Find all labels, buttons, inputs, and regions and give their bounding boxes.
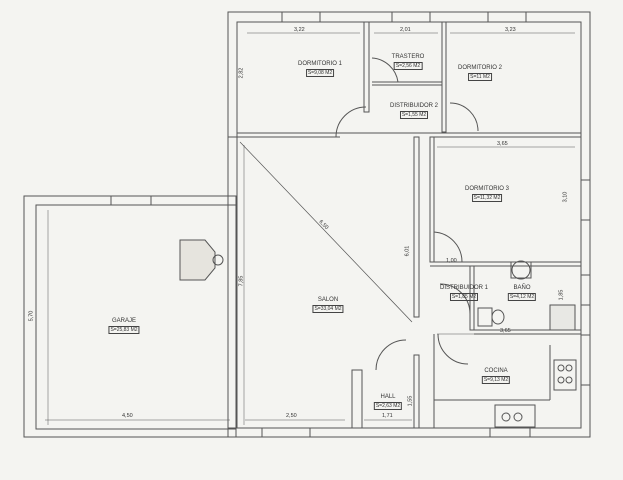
room-area: S=1,55 M2	[399, 111, 429, 119]
dim-d1-width: 3,22	[294, 27, 305, 33]
room-distribuidor-2: DISTRIBUIDOR 2 S=1,55 M2	[390, 103, 438, 119]
dim-dist1-width: 1,00	[446, 258, 457, 264]
dim-trastero-width: 2,01	[400, 27, 411, 33]
room-garaje: GARAJE S=25,83 M2	[108, 318, 140, 334]
room-area: S=33,04 M2	[312, 305, 344, 313]
room-area: S=9,08 M2	[305, 69, 335, 77]
room-area: S=4,12 M2	[507, 293, 537, 301]
room-name: SALON	[317, 297, 339, 303]
room-area: S=11,32 M2	[471, 194, 503, 202]
room-area: S=2,56 M2	[393, 62, 423, 70]
room-name: DORMITORIO 1	[298, 61, 342, 67]
room-name: BAÑO	[513, 285, 531, 291]
dim-bano-height: 1,85	[558, 289, 565, 301]
room-dormitorio-3: DORMITORIO 3 S=11,32 M2	[465, 186, 509, 202]
dim-salon-height: 7,85	[238, 275, 245, 287]
dim-d2-width: 3,23	[505, 27, 516, 33]
room-area: S=11 M2	[468, 73, 492, 81]
dim-cocina-width: 3,65	[500, 328, 511, 334]
dim-d3-height: 3,10	[562, 191, 569, 203]
room-name: DISTRIBUIDOR 1	[439, 285, 489, 291]
room-distribuidor-1: DISTRIBUIDOR 1 S=1,85 M2	[440, 285, 488, 301]
room-name: DORMITORIO 3	[465, 186, 509, 192]
outer-wall-garage	[23, 195, 237, 438]
room-area: S=1,85 M2	[449, 293, 479, 301]
room-name: GARAJE	[111, 318, 137, 324]
room-salon: SALON S=33,04 M2	[312, 297, 344, 313]
room-bano: BAÑO S=4,12 M2	[507, 285, 537, 301]
room-name: DORMITORIO 2	[458, 65, 502, 71]
dim-d3-width: 3,65	[497, 141, 508, 147]
room-name: DISTRIBUIDOR 2	[389, 103, 439, 109]
room-area: S=25,83 M2	[108, 326, 140, 334]
dim-salon-width: 2,50	[286, 413, 297, 419]
room-hall: HALL S=2,63 M2	[373, 394, 403, 410]
room-cocina: COCINA S=9,13 M2	[481, 368, 511, 384]
room-name: COCINA	[484, 368, 508, 374]
room-name: TRASTERO	[391, 54, 425, 60]
room-name: HALL	[380, 394, 396, 400]
outer-wall-main	[227, 11, 591, 438]
room-area: S=9,13 M2	[481, 376, 511, 384]
room-dormitorio-2: DORMITORIO 2 S=11 M2	[458, 65, 502, 81]
dim-garaje-width: 4,50	[122, 413, 133, 419]
dim-garaje-height: 5,70	[28, 310, 35, 322]
dim-d1-height: 2,82	[238, 67, 245, 79]
room-trastero: TRASTERO S=2,56 M2	[391, 54, 425, 70]
dim-hall-width: 1,71	[382, 413, 393, 419]
room-dormitorio-1: DORMITORIO 1 S=9,08 M2	[298, 61, 342, 77]
room-area: S=2,63 M2	[373, 402, 403, 410]
dim-hall-height: 1,55	[407, 395, 414, 407]
dim-salon-right: 6,01	[404, 245, 411, 257]
